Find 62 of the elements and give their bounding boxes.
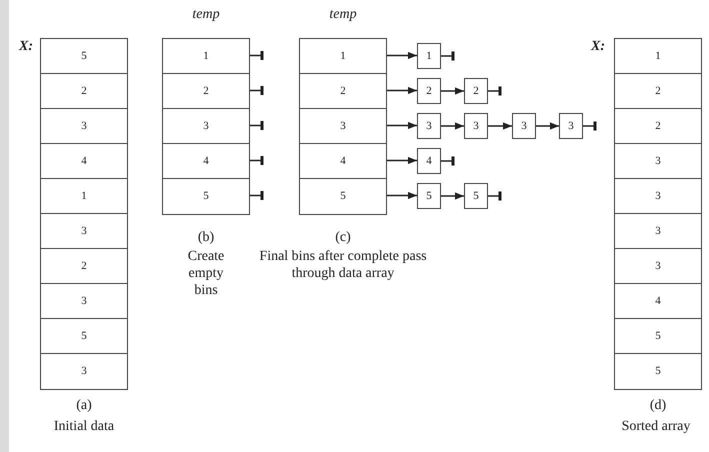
array-name: temp [191,6,221,23]
array-cell: 3 [614,143,702,180]
list-node: 5 [464,183,488,209]
arrow [441,87,464,95]
array-cell: 2 [614,108,702,144]
array-cell: 3 [40,213,128,250]
list-node: 4 [417,148,441,174]
array-cell: 3 [40,108,128,144]
panel-letter: (b) [196,229,216,246]
list-node: 5 [417,183,441,209]
list-node: 1 [417,43,441,69]
array-name: X: [18,38,34,55]
array-cell: 5 [614,353,702,390]
array-cell: 4 [162,143,250,180]
list-node: 3 [512,113,536,139]
array-cell: 5 [40,318,128,354]
array-cell: 2 [40,73,128,110]
arrow [441,192,464,200]
array-cell: 4 [614,283,702,320]
array-cell: 5 [614,318,702,354]
array-cell: 1 [40,178,128,214]
array-cell: 2 [162,73,250,110]
array-cell: 1 [299,38,387,74]
array-cell: 4 [299,143,387,180]
array-cell: 3 [614,178,702,214]
array-cell: 2 [299,73,387,110]
array-cell: 3 [614,248,702,284]
arrow [387,122,417,130]
array-cell: 2 [40,248,128,284]
array-cell: 5 [299,178,387,214]
caption: Final bins after complete pass through data array [258,248,428,282]
array-cell: 5 [40,38,128,74]
arrow [387,156,417,164]
array-name: temp [328,6,358,23]
panel-letter: (d) [648,397,668,414]
list-node: 3 [464,113,488,139]
arrow [387,192,417,200]
arrow [387,86,417,94]
array-cell: 4 [40,143,128,180]
array-cell: 3 [40,353,128,390]
list-node: 2 [417,78,441,104]
list-node: 2 [464,78,488,104]
arrow [387,52,417,60]
array-cell: 3 [162,108,250,144]
caption: Sorted array [620,418,692,435]
array-cell: 2 [614,73,702,110]
arrow [488,122,512,130]
array-cell: 3 [299,108,387,144]
array-cell: 5 [162,178,250,214]
array-cell: 1 [162,38,250,74]
array-cell: 3 [40,283,128,320]
caption: Initial data [52,418,116,435]
panel-letter: (a) [75,397,93,414]
arrow [536,122,559,130]
array-name: X: [590,38,606,55]
array-cell: 1 [614,38,702,74]
panel-letter: (c) [334,229,352,246]
arrow [441,122,464,130]
caption: Create empty bins [186,248,226,299]
list-node: 3 [417,113,441,139]
array-cell: 3 [614,213,702,250]
list-node: 3 [559,113,583,139]
